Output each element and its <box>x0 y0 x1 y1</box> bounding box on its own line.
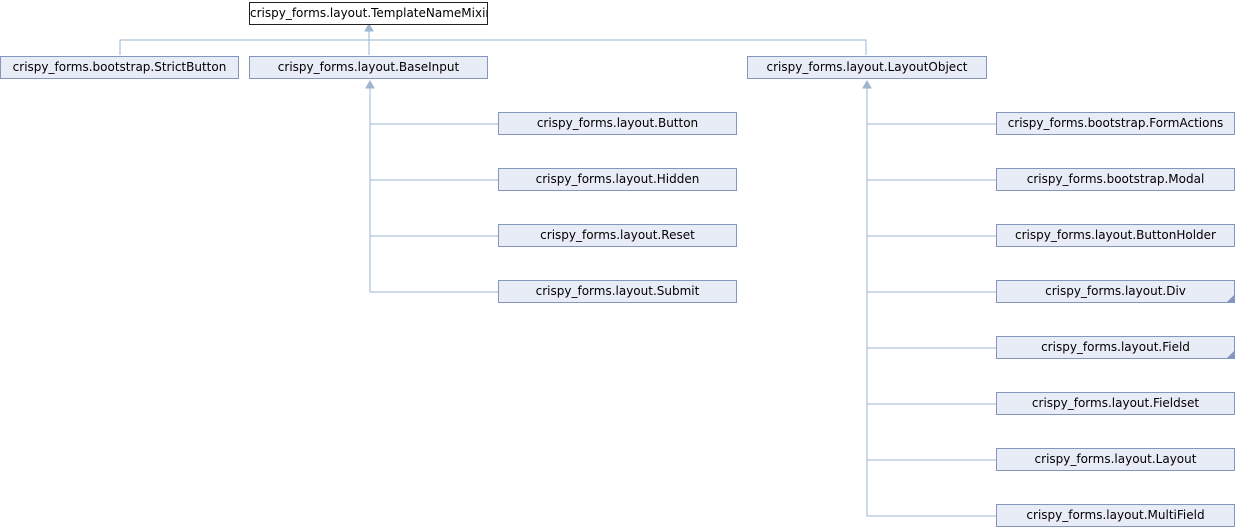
node-label: crispy_forms.layout.LayoutObject <box>766 60 968 74</box>
node-label: crispy_forms.bootstrap.Modal <box>1026 172 1205 186</box>
node-button[interactable]: crispy_forms.layout.Button <box>498 112 737 135</box>
node-layout[interactable]: crispy_forms.layout.Layout <box>996 448 1235 471</box>
node-field[interactable]: crispy_forms.layout.Field <box>996 336 1235 359</box>
node-formactions[interactable]: crispy_forms.bootstrap.FormActions <box>996 112 1235 135</box>
node-label: crispy_forms.layout.Button <box>536 116 699 130</box>
edge-layoutobject-trunk <box>866 87 996 517</box>
node-buttonholder[interactable]: crispy_forms.layout.ButtonHolder <box>996 224 1235 247</box>
node-label: crispy_forms.layout.Reset <box>540 228 695 242</box>
node-baseinput[interactable]: crispy_forms.layout.BaseInput <box>249 56 488 79</box>
node-label: crispy_forms.layout.ButtonHolder <box>1015 228 1216 242</box>
node-label: crispy_forms.layout.Field <box>1041 340 1190 354</box>
node-label: crispy_forms.layout.Layout <box>1034 452 1197 466</box>
node-label: crispy_forms.bootstrap.FormActions <box>1007 116 1224 130</box>
arrowhead-layoutobject <box>862 79 872 89</box>
node-reset[interactable]: crispy_forms.layout.Reset <box>498 224 737 247</box>
node-label: crispy_forms.layout.Div <box>1045 284 1186 298</box>
arrowhead-root <box>364 22 374 32</box>
edge-strictbutton <box>119 39 867 55</box>
node-fieldset[interactable]: crispy_forms.layout.Fieldset <box>996 392 1235 415</box>
node-label: crispy_forms.layout.Fieldset <box>1031 396 1200 410</box>
node-label: crispy_forms.layout.BaseInput <box>277 60 460 74</box>
node-label: crispy_forms.bootstrap.StrictButton <box>12 60 227 74</box>
node-label: crispy_forms.layout.Submit <box>535 284 700 298</box>
node-hidden[interactable]: crispy_forms.layout.Hidden <box>498 168 737 191</box>
node-strictbutton[interactable]: crispy_forms.bootstrap.StrictButton <box>0 56 239 79</box>
node-templatenamemixin: crispy_forms.layout.TemplateNameMixin <box>249 2 488 25</box>
node-label: crispy_forms.layout.TemplateNameMixin <box>250 6 488 20</box>
node-label: crispy_forms.layout.Hidden <box>535 172 700 186</box>
node-modal[interactable]: crispy_forms.bootstrap.Modal <box>996 168 1235 191</box>
node-label: crispy_forms.layout.MultiField <box>1026 508 1205 522</box>
arrowhead-baseinput <box>365 79 375 89</box>
edge-baseinput-trunk <box>369 87 498 293</box>
node-div[interactable]: crispy_forms.layout.Div <box>996 280 1235 303</box>
node-layoutobject[interactable]: crispy_forms.layout.LayoutObject <box>747 56 987 79</box>
node-multifield[interactable]: crispy_forms.layout.MultiField <box>996 504 1235 527</box>
node-submit[interactable]: crispy_forms.layout.Submit <box>498 280 737 303</box>
